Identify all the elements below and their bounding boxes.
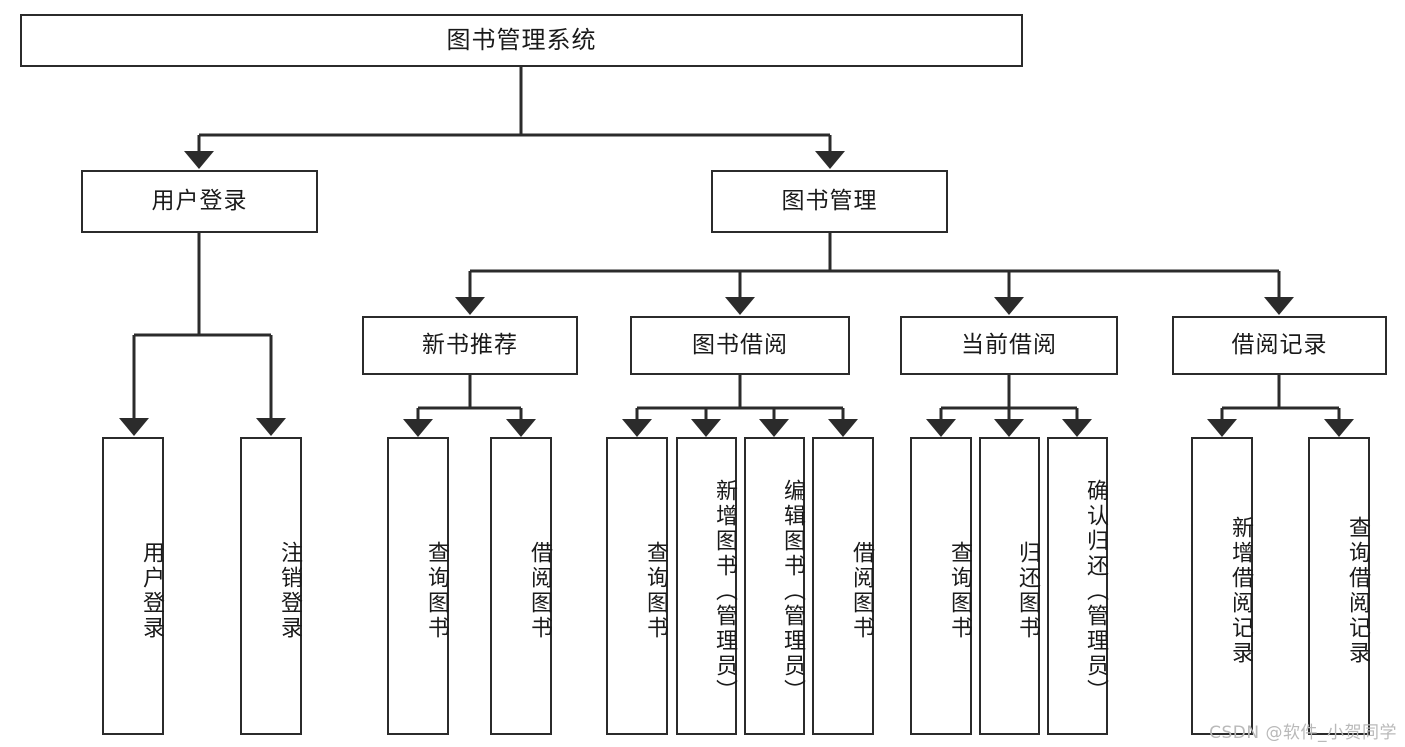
- node-label: 查询图书: [424, 541, 449, 641]
- node-leaf-add-record[interactable]: 新增借阅记录: [1191, 437, 1253, 735]
- node-label: 查询借阅记录: [1345, 516, 1370, 666]
- node-leaf-borrow-book-1[interactable]: 借阅图书: [490, 437, 552, 735]
- node-current-borrow[interactable]: 当前借阅: [900, 316, 1118, 375]
- node-label: 当前借阅: [961, 331, 1057, 358]
- node-book-borrow[interactable]: 图书借阅: [630, 316, 850, 375]
- node-label: 图书管理: [781, 187, 878, 214]
- node-label: 新书推荐: [422, 331, 518, 358]
- node-leaf-query-record[interactable]: 查询借阅记录: [1308, 437, 1370, 735]
- node-label: 查询图书: [947, 541, 972, 641]
- node-label: 编辑图书（管理员）: [780, 478, 805, 704]
- node-new-book-recommend[interactable]: 新书推荐: [362, 316, 578, 375]
- node-label: 用户登录: [139, 541, 164, 641]
- watermark-text: CSDN @软件_小贺同学: [1209, 723, 1397, 743]
- node-leaf-confirm-return[interactable]: 确认归还（管理员）: [1047, 437, 1108, 735]
- node-leaf-user-logout[interactable]: 注销登录: [240, 437, 302, 735]
- node-leaf-query-book-1[interactable]: 查询图书: [387, 437, 449, 735]
- node-user-login[interactable]: 用户登录: [81, 170, 318, 233]
- node-book-manage[interactable]: 图书管理: [711, 170, 948, 233]
- node-label: 新增图书（管理员）: [712, 478, 737, 704]
- node-label: 归还图书: [1015, 541, 1040, 641]
- node-label: 图书管理系统: [446, 26, 597, 55]
- node-label: 用户登录: [151, 187, 248, 214]
- node-label: 注销登录: [277, 541, 302, 641]
- node-label: 借阅图书: [849, 541, 874, 641]
- node-borrow-record[interactable]: 借阅记录: [1172, 316, 1387, 375]
- node-label: 新增借阅记录: [1228, 516, 1253, 666]
- node-label: 确认归还（管理员）: [1083, 478, 1108, 704]
- node-leaf-query-book-3[interactable]: 查询图书: [910, 437, 972, 735]
- node-root-system[interactable]: 图书管理系统: [20, 14, 1023, 67]
- node-leaf-user-login[interactable]: 用户登录: [102, 437, 164, 735]
- node-label: 图书借阅: [692, 331, 788, 358]
- node-leaf-return-book[interactable]: 归还图书: [979, 437, 1040, 735]
- node-leaf-query-book-2[interactable]: 查询图书: [606, 437, 668, 735]
- node-leaf-add-book[interactable]: 新增图书（管理员）: [676, 437, 737, 735]
- node-leaf-borrow-book-2[interactable]: 借阅图书: [812, 437, 874, 735]
- node-label: 借阅图书: [527, 541, 552, 641]
- node-label: 查询图书: [643, 541, 668, 641]
- node-leaf-edit-book[interactable]: 编辑图书（管理员）: [744, 437, 805, 735]
- node-label: 借阅记录: [1231, 331, 1328, 358]
